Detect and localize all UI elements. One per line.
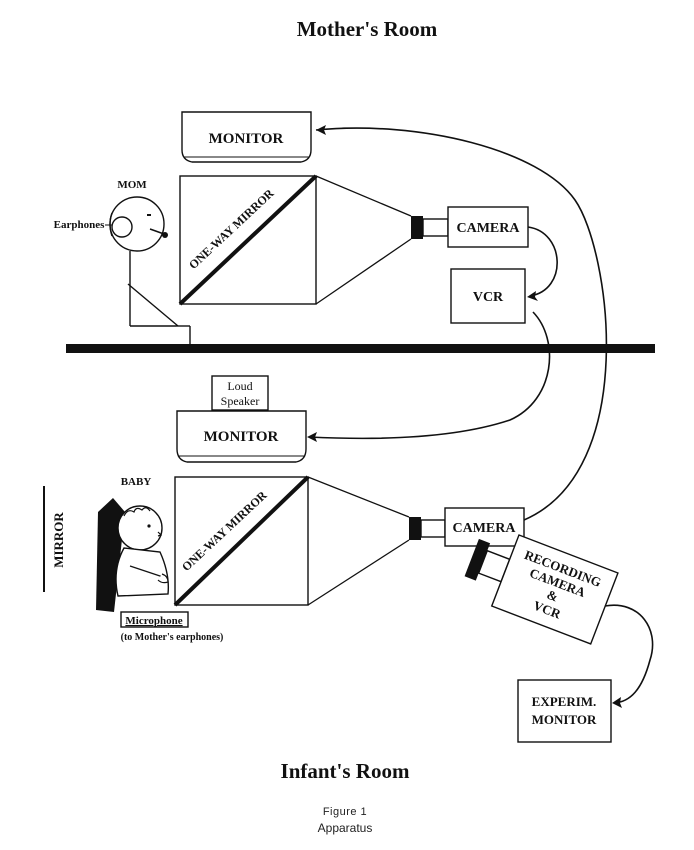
baby-figure: BABY (96, 476, 170, 612)
cable-recording-to-experim-monitor (604, 604, 654, 704)
mom-label: MOM (117, 179, 147, 191)
loud-speaker: Loud Speaker (211, 375, 269, 411)
infant-one-way-mirror: ONE-WAY MIRROR (173, 475, 310, 607)
experim-label-1: EXPERIM. (532, 694, 597, 709)
cable-infant-camera-to-mother-monitor (315, 127, 608, 521)
infant-camera-view-cone (307, 476, 410, 606)
recording-camera-vcr: RECORDING CAMERA & VCR (464, 534, 619, 645)
experim-label-2: MONITOR (532, 712, 597, 727)
cable-vcr-to-infant-monitor (308, 311, 551, 440)
microphone-label: Microphone (125, 615, 182, 627)
mother-camera-view-cone (315, 175, 412, 305)
baby-label: BABY (121, 476, 152, 488)
microphone: Microphone (to Mother's earphones) (120, 611, 224, 643)
mother-monitor-label: MONITOR (209, 131, 284, 147)
mother-camera: CAMERA (411, 206, 529, 248)
mother-vcr: VCR (450, 268, 526, 324)
infant-camera-label: CAMERA (453, 521, 517, 536)
wall-mirror: MIRROR (43, 486, 66, 592)
figure-caption: Apparatus (318, 821, 373, 835)
mother-monitor: MONITOR (181, 111, 312, 163)
cable-mother-camera-to-vcr (527, 226, 558, 297)
loud-speaker-label-1: Loud (227, 379, 252, 393)
mother-room-title: Mother's Room (297, 17, 438, 41)
experimental-monitor: EXPERIM. MONITOR (517, 679, 612, 743)
infant-camera: CAMERA (409, 507, 525, 547)
wall-mirror-label: MIRROR (51, 512, 66, 568)
mother-vcr-label: VCR (473, 290, 504, 305)
infant-room-title: Infant's Room (281, 759, 410, 783)
recording-label-3: & (545, 587, 561, 605)
mom-figure: MOM (109, 179, 191, 345)
mother-camera-label: CAMERA (457, 221, 521, 236)
cables (307, 125, 654, 708)
infant-monitor: MONITOR (176, 410, 307, 463)
infant-monitor-label: MONITOR (204, 429, 279, 445)
dividing-wall (66, 344, 655, 353)
figure-number: Figure 1 (323, 806, 367, 818)
microphone-note: (to Mother's earphones) (121, 632, 224, 643)
loud-speaker-label-2: Speaker (221, 394, 260, 408)
mother-one-way-mirror: ONE-WAY MIRROR (178, 174, 318, 306)
earphones-label: Earphones (54, 219, 105, 231)
